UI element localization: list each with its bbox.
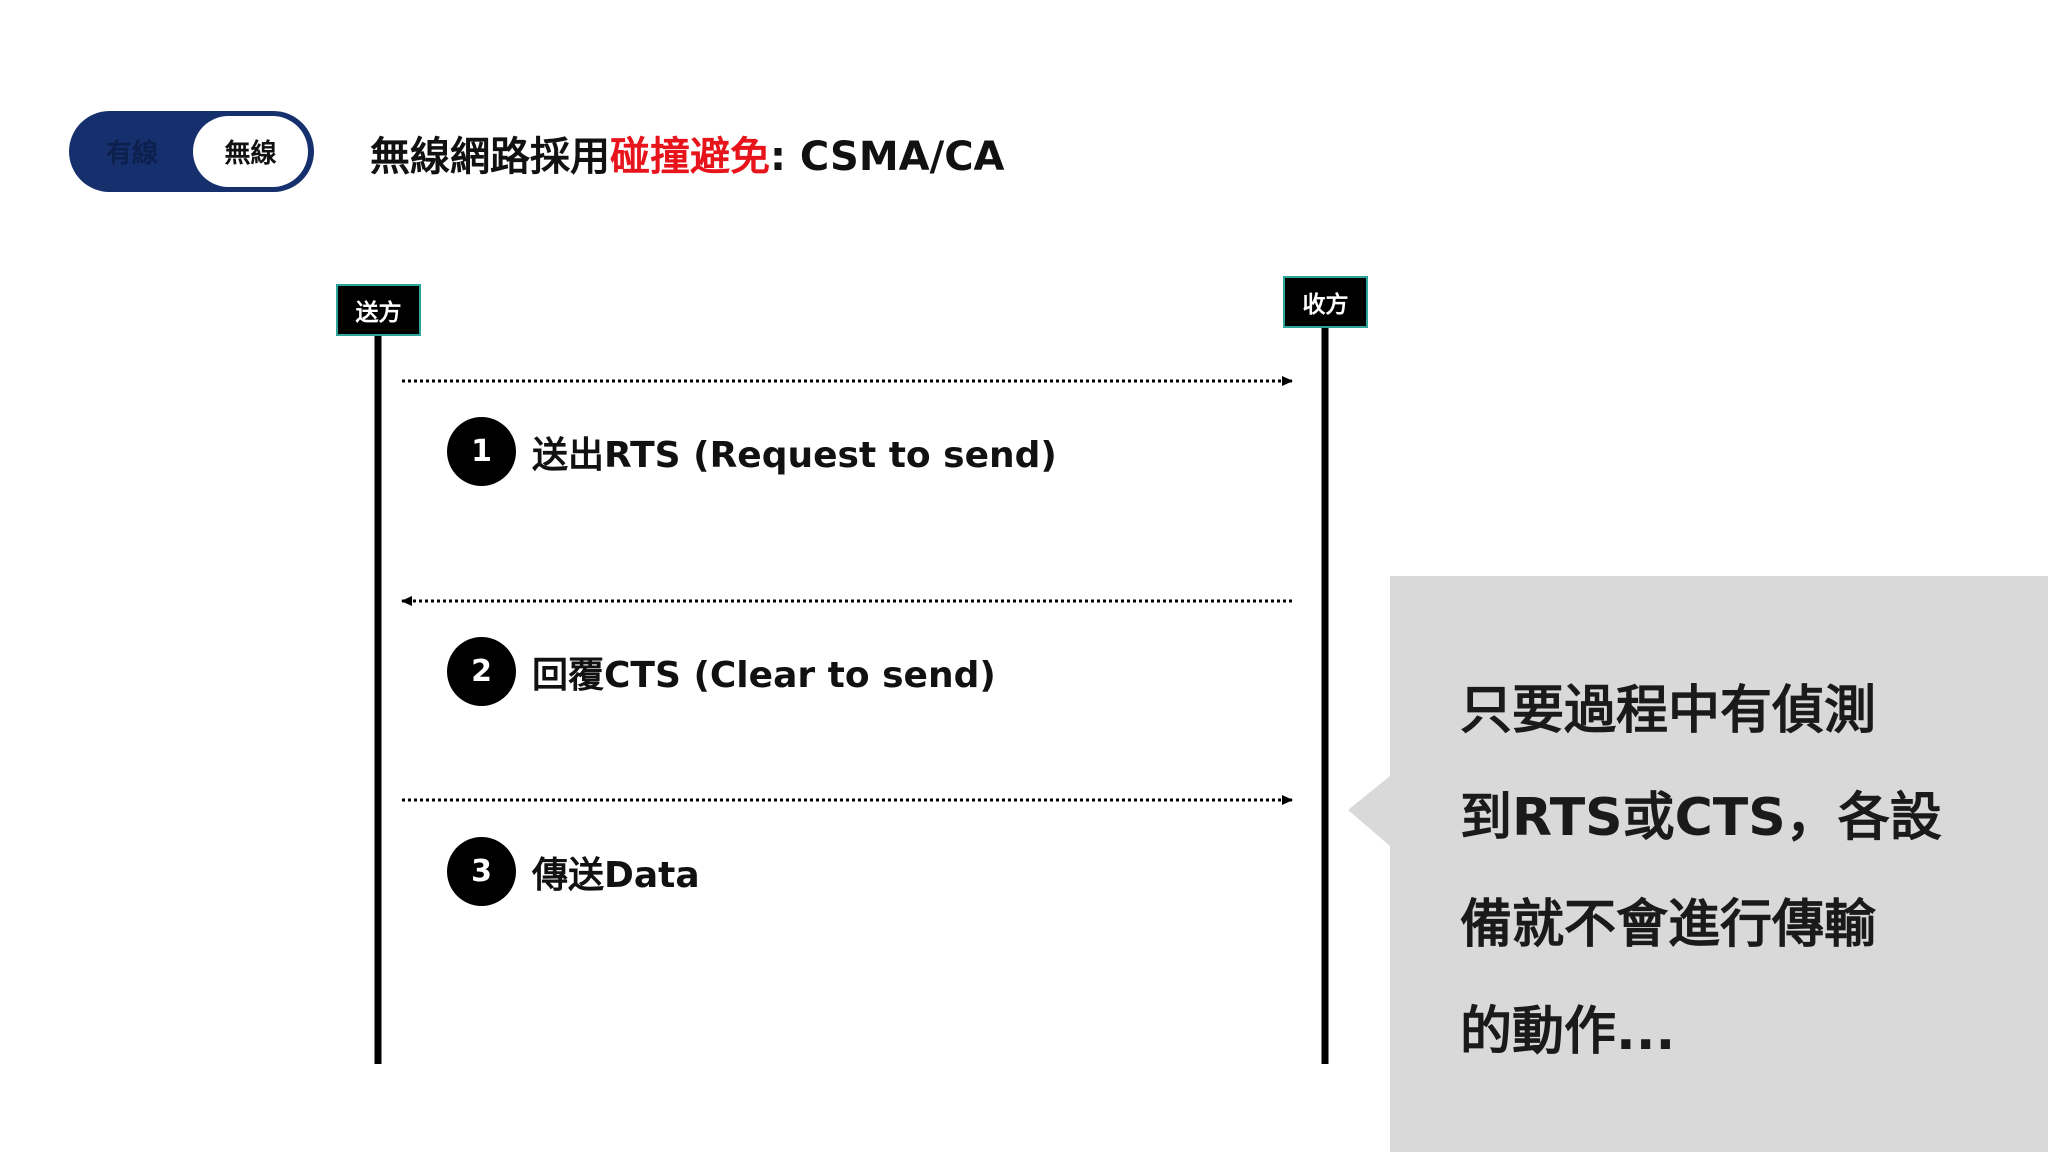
title-highlight: 碰撞避免 [610, 134, 770, 180]
callout-text: 只要過程中有偵測 到RTS或CTS，各設 備就不會進行傳輸 的動作... [1460, 668, 2020, 1096]
toggle-option-wired[interactable]: 有線 [105, 139, 158, 169]
callout-line: 到RTS或CTS，各設 [1460, 788, 1942, 848]
sender-label: 送方 [336, 284, 421, 336]
page-title: 無線網路採用碰撞避免: CSMA/CA [370, 124, 1005, 182]
step-label: 回覆CTS (Clear to send) [532, 654, 996, 696]
step-number-badge: 2 [447, 637, 516, 706]
callout-line: 只要過程中有偵測 [1460, 681, 1877, 741]
callout-line: 的動作... [1460, 1002, 1676, 1062]
callout-line: 備就不會進行傳輸 [1460, 895, 1877, 955]
step-label: 傳送Data [532, 854, 700, 896]
receiver-label: 收方 [1283, 276, 1368, 328]
step-number-badge: 3 [447, 837, 516, 906]
step-rts: 1 送出RTS (Request to send) [447, 417, 1057, 486]
step-data: 3 傳送Data [447, 837, 700, 906]
callout-pointer [1348, 776, 1390, 846]
toggle-option-wireless[interactable]: 無線 [193, 116, 308, 187]
title-prefix: 無線網路採用 [370, 134, 610, 180]
wired-wireless-toggle[interactable]: 有線 無線 [69, 111, 314, 192]
step-label: 送出RTS (Request to send) [532, 434, 1057, 476]
callout-box [1390, 576, 2048, 1152]
step-cts: 2 回覆CTS (Clear to send) [447, 637, 996, 706]
title-suffix: : CSMA/CA [770, 134, 1005, 180]
step-number-badge: 1 [447, 417, 516, 486]
